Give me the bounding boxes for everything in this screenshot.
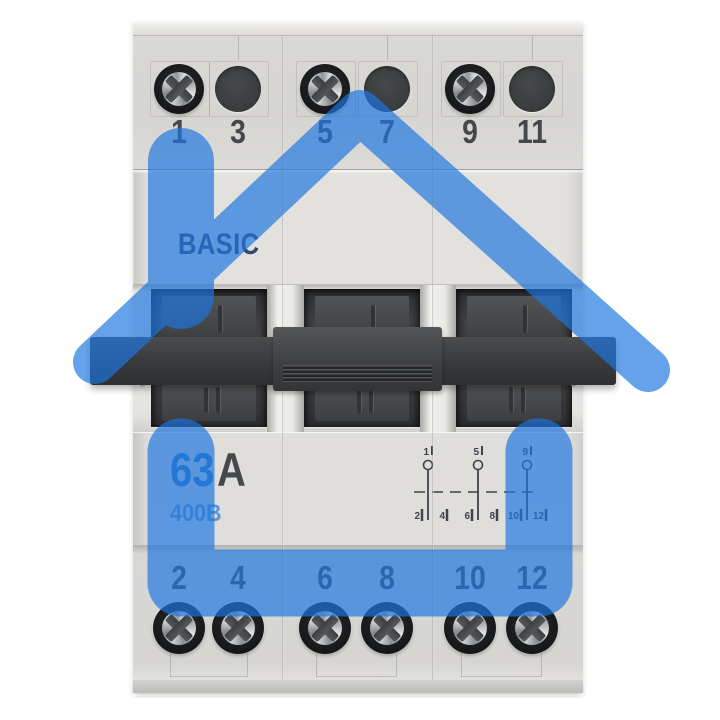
top-terminal-block: 1 3 5 7 9 11: [133, 23, 583, 170]
upper-face: BASIC: [133, 170, 583, 285]
terminal-label: 7: [379, 113, 395, 150]
terminal-label: 1: [171, 113, 187, 150]
mold-line: [296, 61, 356, 117]
terminal-screw[interactable]: [506, 602, 558, 654]
mold-line: [170, 676, 247, 677]
mold-line: [170, 653, 171, 677]
terminal-label: 11: [516, 113, 548, 150]
terminal-screw[interactable]: [212, 602, 264, 654]
diagram-label: 1: [423, 447, 429, 458]
terminal-label: 2: [171, 559, 187, 596]
diagram-label: 5: [473, 447, 479, 458]
terminal-label: 4: [230, 559, 246, 596]
toggle-knob-lower[interactable]: [162, 379, 256, 421]
screw-metal-face: [370, 611, 404, 645]
knob-ridge: [521, 387, 525, 413]
knob-ridge: [523, 305, 527, 333]
mold-line: [461, 653, 462, 677]
diagram-label: 10: [508, 511, 520, 522]
screw-metal-face: [515, 611, 549, 645]
mold-line: [532, 36, 533, 60]
mold-line: [441, 61, 501, 117]
mold-line: [316, 676, 396, 677]
mold-line: [209, 61, 269, 117]
terminal-screw[interactable]: [361, 602, 413, 654]
screw-metal-face: [221, 611, 255, 645]
mold-line: [503, 61, 563, 117]
terminal-label: 12: [516, 559, 548, 596]
current-rating: 63A: [170, 442, 246, 497]
knob-ridge: [204, 387, 208, 413]
terminal-label: 6: [317, 559, 333, 596]
mold-line: [238, 36, 239, 60]
diagram-label: 6: [464, 511, 470, 522]
terminal-screw[interactable]: [153, 602, 205, 654]
bottom-terminal-block: 2 4 6 8 10 12: [133, 545, 583, 680]
contact-circle: [521, 459, 533, 471]
diagram-label: 4: [439, 511, 445, 522]
toggle-knob-lower[interactable]: [467, 379, 561, 421]
terminal-label: 8: [379, 559, 395, 596]
diagram-label: 8: [489, 511, 495, 522]
handle-grip[interactable]: [273, 327, 442, 391]
knob-ridge: [509, 387, 513, 413]
current-value: 63: [170, 443, 215, 496]
bottom-edge-lip: [133, 680, 583, 693]
terminal-label: 9: [462, 113, 478, 150]
terminal-screw[interactable]: [299, 602, 351, 654]
screw-metal-face: [308, 611, 342, 645]
toggle-knob-upper[interactable]: [162, 296, 256, 342]
current-unit: A: [216, 443, 246, 496]
brand-label: BASIC: [178, 228, 260, 261]
mold-line: [541, 653, 542, 677]
voltage-rating: 400В: [170, 500, 222, 527]
knob-ridge: [216, 387, 220, 413]
mold-line: [396, 653, 397, 677]
screw-metal-face: [453, 611, 487, 645]
toggle-knob-upper[interactable]: [467, 296, 561, 342]
contact-circle: [472, 459, 484, 471]
knob-ridge: [357, 387, 361, 413]
mold-line: [387, 36, 388, 60]
knob-ridge: [218, 305, 222, 333]
terminal-label: 10: [454, 559, 486, 596]
terminal-screw[interactable]: [444, 602, 496, 654]
mold-line: [461, 676, 541, 677]
mold-line: [150, 61, 210, 117]
screw-metal-face: [162, 611, 196, 645]
mold-line: [358, 61, 418, 117]
mold-line: [247, 653, 248, 677]
diagram-label: 2: [414, 511, 420, 522]
diagram-label: 9: [522, 447, 528, 458]
knob-ridge: [369, 387, 373, 413]
mold-line: [316, 653, 317, 677]
terminal-label: 3: [230, 113, 246, 150]
terminal-label: 5: [317, 113, 333, 150]
diagram-label: 12: [533, 511, 545, 522]
